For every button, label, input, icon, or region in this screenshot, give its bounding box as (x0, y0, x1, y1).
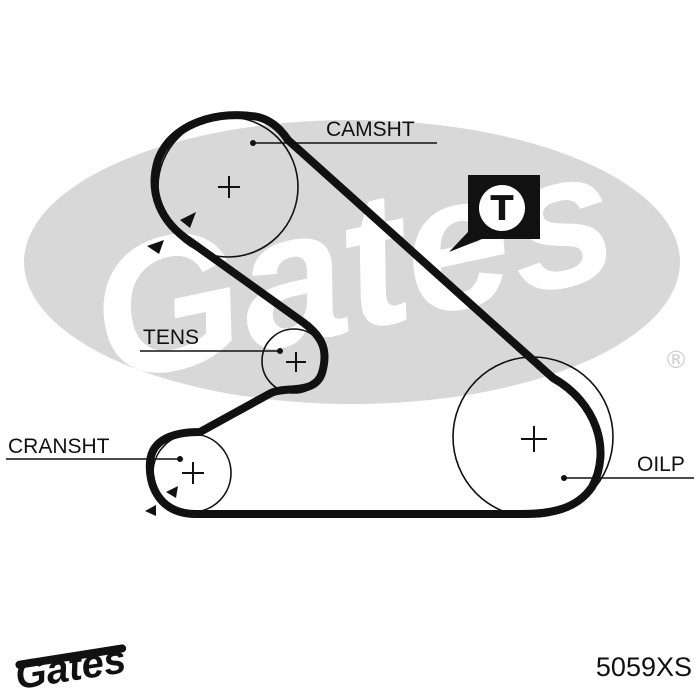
crankshaft-timing-arrow-upper (166, 486, 178, 498)
camshaft-center-mark (218, 176, 240, 198)
badge-letter: T (490, 189, 514, 229)
gates-watermark: Gates ® (24, 106, 688, 424)
watermark-registered-mark: ® (664, 346, 688, 374)
oil-pump-center-mark (521, 426, 547, 452)
tensioner-center-mark (286, 352, 306, 372)
timing-belt (145, 111, 605, 518)
tensioner-label: TENS (143, 326, 199, 349)
crankshaft-label: CRANSHT (8, 435, 110, 458)
tensioner-leader-dot (277, 348, 283, 354)
crankshaft-center-mark (182, 462, 204, 484)
camshaft-label: CAMSHT (326, 118, 415, 141)
gates-logo-text: Gates (12, 637, 129, 698)
camshaft-timing-arrow-lower (147, 240, 164, 254)
camshaft-leader-dot (250, 140, 256, 146)
crankshaft-leader-dot (177, 456, 183, 462)
crankshaft-timing-arrow-lower (145, 505, 156, 516)
part-number: 5059XS (596, 652, 692, 682)
oil-pump-leader-dot (561, 475, 567, 481)
gates-logo-band (15, 644, 127, 669)
badge-circle (479, 185, 525, 231)
gates-logo: Gates (12, 637, 129, 698)
camshaft-timing-arrow-upper (180, 212, 196, 228)
oil-pump-label: OILP (637, 453, 685, 476)
tensioner-callout-badge: T (449, 175, 540, 252)
